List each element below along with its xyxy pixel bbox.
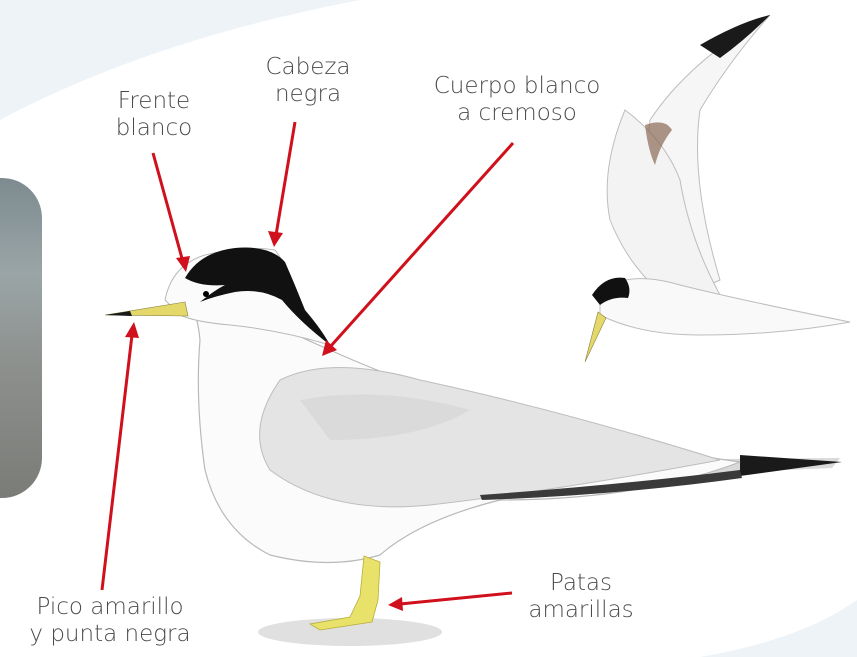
arrow-cabeza-head — [268, 231, 283, 247]
arrow-cabeza — [274, 121, 297, 236]
label-cabeza: Cabeza negra — [248, 54, 368, 108]
arrow-pico-head — [125, 322, 139, 338]
label-cuerpo-line2: a cremoso — [457, 100, 577, 126]
annotation-arrows — [100, 121, 515, 611]
label-cuerpo-line1: Cuerpo blanco — [433, 73, 601, 99]
photo-panel-edge — [0, 178, 42, 498]
flying-tern — [584, 14, 851, 363]
eye — [203, 291, 209, 297]
flying-body — [599, 278, 851, 336]
leg — [308, 555, 381, 631]
flying-wing-mark — [645, 122, 672, 165]
label-patas-line1: Patas — [549, 570, 613, 596]
label-frente-line1: Frente — [117, 88, 191, 114]
arrow-pico — [100, 334, 134, 591]
label-cabeza-line2: negra — [274, 81, 342, 107]
wing-shading — [300, 394, 470, 440]
tail-tip — [740, 455, 842, 476]
standing-tern — [104, 247, 842, 631]
black-cap — [185, 247, 330, 345]
flying-wing-tip — [700, 15, 770, 58]
label-frente: Frente blanco — [98, 88, 210, 142]
wing-dark-edge — [480, 470, 742, 500]
label-cabeza-line1: Cabeza — [265, 54, 351, 80]
ground-shadow — [258, 618, 442, 646]
label-frente-line2: blanco — [115, 115, 193, 141]
arrow-patas — [399, 591, 513, 606]
arrow-patas-head — [388, 597, 403, 611]
label-cuerpo: Cuerpo blanco a cremoso — [406, 73, 628, 127]
arrow-cuerpo — [328, 141, 515, 349]
label-pico-line1: Pico amarillo — [36, 594, 184, 620]
label-patas: Patas amarillas — [506, 570, 656, 624]
arrow-frente — [151, 152, 185, 263]
beak-tip — [105, 311, 132, 316]
label-pico-line2: y punta negra — [29, 621, 191, 647]
arrow-frente-head — [176, 256, 190, 272]
label-patas-line2: amarillas — [528, 597, 634, 623]
flying-beak — [584, 311, 607, 363]
arrow-cuerpo-head — [322, 340, 337, 356]
flying-cap — [592, 277, 630, 305]
label-pico: Pico amarillo y punta negra — [10, 594, 210, 648]
